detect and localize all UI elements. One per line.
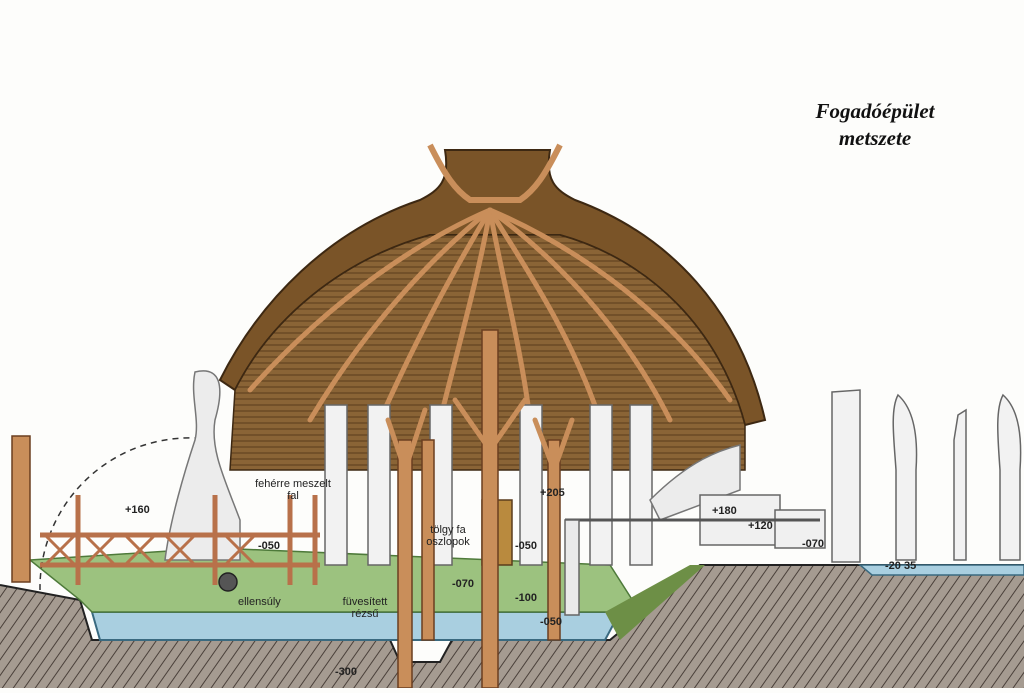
label-line: fehérre meszelt bbox=[255, 478, 331, 490]
counterweight-icon bbox=[218, 572, 238, 592]
label-counterweight: ellensúly bbox=[238, 596, 281, 608]
white-wall bbox=[164, 370, 241, 561]
wooden-fence bbox=[11, 435, 320, 585]
timber-branches bbox=[385, 397, 575, 473]
title-line-1: Fogadóépület bbox=[815, 99, 935, 123]
level-mark: -300 bbox=[335, 666, 358, 678]
level-mark: -050 bbox=[515, 540, 538, 552]
level-mark: -070 bbox=[452, 578, 475, 590]
title-line-2: metszete bbox=[838, 126, 912, 150]
level-mark: -050 bbox=[258, 540, 281, 552]
white-pillars bbox=[324, 404, 653, 566]
level-mark: +205 bbox=[540, 487, 565, 499]
swing-arc bbox=[39, 437, 216, 591]
level-mark: +120 bbox=[748, 520, 773, 532]
label-grassed-slope: füvesített rézsű bbox=[325, 596, 405, 620]
timber-ribs bbox=[247, 207, 733, 423]
label-line: füvesített bbox=[342, 596, 388, 608]
level-mark: -050 bbox=[540, 616, 563, 628]
grass-bank bbox=[605, 565, 705, 640]
stone-columns bbox=[831, 389, 1022, 563]
level-mark: -070 bbox=[802, 538, 825, 550]
label-line: tölgy fa bbox=[430, 524, 466, 536]
label-line: rézsű bbox=[351, 608, 379, 620]
level-mark: +160 bbox=[125, 504, 150, 516]
label-line: fal bbox=[287, 490, 299, 502]
level-mark: +180 bbox=[712, 505, 737, 517]
timber-columns bbox=[397, 329, 561, 689]
level-mark: -20 35 bbox=[885, 560, 917, 572]
level-mark: -100 bbox=[515, 592, 538, 604]
label-line: oszlopok bbox=[426, 536, 470, 548]
label-whitewashed-wall: fehérre meszelt fal bbox=[248, 478, 338, 502]
label-oak-columns: tölgy fa oszlopok bbox=[418, 524, 478, 548]
right-canopy bbox=[564, 444, 826, 616]
drawing-title: Fogadóépület metszete bbox=[760, 98, 990, 152]
terrace-water bbox=[857, 564, 1024, 576]
